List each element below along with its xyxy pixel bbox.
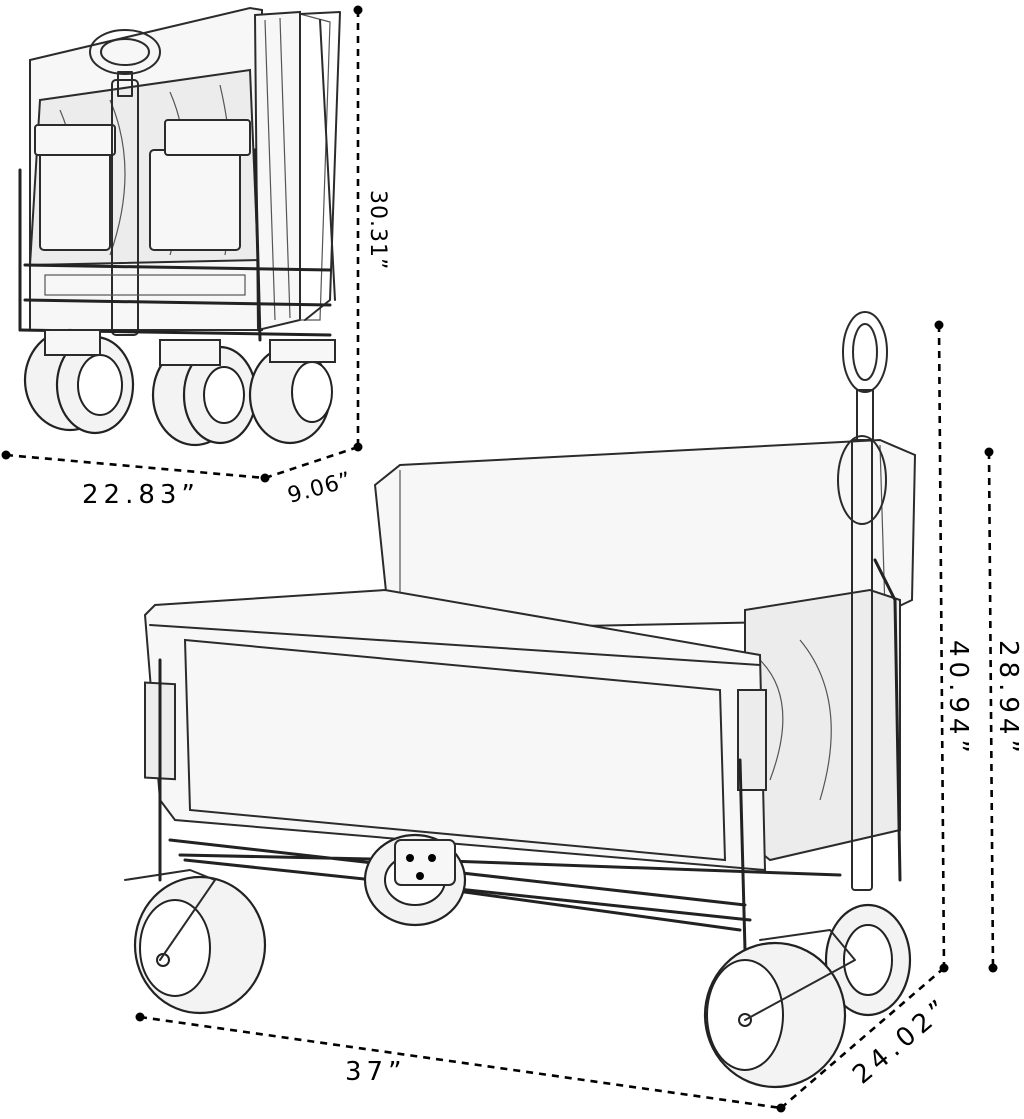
folded-wagon-illustration	[18, 6, 341, 447]
wagon-height-label: 28.94”	[993, 640, 1023, 758]
wheel-rear-right	[824, 903, 912, 1017]
pull-handle	[837, 311, 902, 891]
wheel-rear-left	[363, 833, 467, 927]
wagon-length-label: 37”	[345, 1057, 407, 1087]
wagon-height-dimension: 28.94”	[984, 447, 1023, 973]
wheel-front-right	[703, 929, 856, 1089]
folded-height-dimension: 30.31”	[353, 5, 390, 452]
folded-wheel-left	[23, 328, 135, 435]
folded-width-label: 22.83”	[82, 480, 200, 510]
folded-width-dimension: 22.83”	[1, 450, 270, 510]
wagon-length-dimension: 37”	[135, 1012, 786, 1113]
folded-depth-dimension: 9.06”	[264, 445, 359, 509]
folded-wheel-middle	[151, 339, 258, 447]
handle-height-label: 40.94”	[943, 640, 973, 758]
folded-wheel-right	[248, 339, 336, 445]
wagon-illustration	[124, 311, 917, 1089]
handle-height-dimension: 40.94”	[934, 320, 973, 973]
wheel-front-left	[124, 869, 267, 1015]
folded-depth-label: 9.06”	[285, 468, 355, 509]
folded-height-label: 30.31”	[365, 190, 390, 270]
